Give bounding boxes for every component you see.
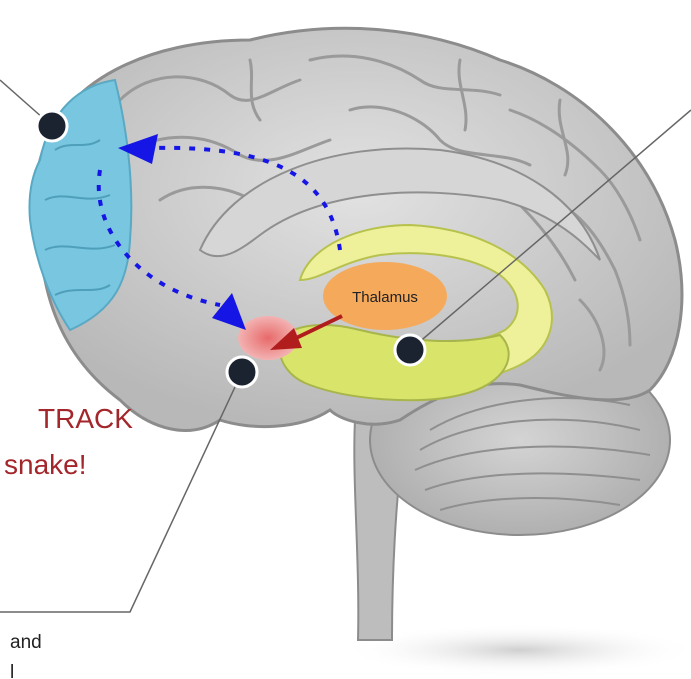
cut-off-text-2: l — [10, 662, 14, 679]
thalamus-label: Thalamus — [352, 289, 418, 306]
cut-off-text-1: and — [10, 632, 42, 653]
marker-dot-prefrontal — [37, 111, 67, 141]
track-text: TRACK — [38, 403, 133, 434]
marker-dot-hippocampus — [395, 335, 425, 365]
snake-text: snake! — [4, 449, 87, 480]
marker-dot-amygdala — [227, 357, 257, 387]
